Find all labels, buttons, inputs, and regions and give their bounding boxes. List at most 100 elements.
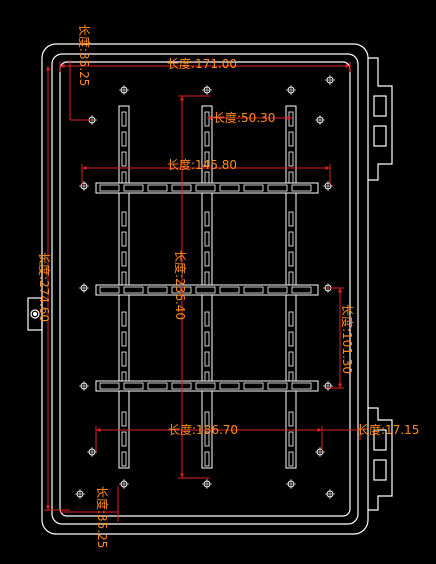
rib-slot [288, 411, 294, 427]
bar-slot [219, 382, 240, 390]
bar-bottom [95, 380, 319, 392]
rib-slot [204, 111, 210, 127]
rib-slot [204, 311, 210, 327]
dim-inner-height: 长度:236.40 [173, 250, 188, 320]
rib-slot [288, 351, 294, 367]
bar-slot [243, 286, 264, 294]
screw-hole [119, 479, 129, 489]
horizontal-bars [95, 182, 319, 392]
dimension-labels: 长度:171.00 长度:35.25 长度:50.30 长度:145.80 长度… [37, 24, 419, 548]
dim-top-offset: 长度:35.25 [77, 24, 92, 86]
rib-slot [204, 351, 210, 367]
screw-hole [119, 85, 129, 95]
dim-bottom-width: 长度:186.70 [168, 422, 238, 437]
rib-slot [204, 211, 210, 227]
bar-slot [291, 382, 312, 390]
bar-slot [123, 382, 144, 390]
rib-slot [204, 131, 210, 147]
bar-slot [99, 382, 120, 390]
bar-slot [291, 286, 312, 294]
rib-slot [121, 271, 127, 287]
bar-slot [147, 184, 168, 192]
dim-inner-width: 长度:145.80 [167, 157, 237, 172]
rib-slot [288, 111, 294, 127]
dim-right-offset: 长度:17.15 [357, 422, 419, 437]
rib-slot [121, 411, 127, 427]
screw-hole [286, 85, 296, 95]
bar-slot [195, 286, 216, 294]
rib-slot [204, 271, 210, 287]
dim-rib-spacing: 长度:50.30 [213, 110, 275, 125]
rib-slot [204, 411, 210, 427]
rib-slot [204, 251, 210, 267]
rib-slot [121, 151, 127, 167]
rib-slot [288, 251, 294, 267]
rib-slot [121, 451, 127, 467]
screw-hole [286, 479, 296, 489]
bar-slot [195, 184, 216, 192]
rib-slot [288, 271, 294, 287]
screw-hole [202, 85, 212, 95]
dim-row-spacing: 长度:101.30 [340, 304, 355, 374]
screw-hole [87, 447, 97, 457]
left-latch [27, 297, 43, 331]
bar-slot [147, 382, 168, 390]
rib-slot [204, 231, 210, 247]
bar-slot [243, 184, 264, 192]
bar-slot [267, 286, 288, 294]
screw-hole [75, 489, 85, 499]
bar-slot [123, 286, 144, 294]
screw-hole [323, 381, 333, 391]
dim-top-width: 长度:171.00 [167, 56, 237, 71]
rib-slot [121, 431, 127, 447]
rib-slot [288, 311, 294, 327]
rib-slot [288, 151, 294, 167]
screw-hole [79, 181, 89, 191]
screw-hole [202, 479, 212, 489]
rib-slot [121, 111, 127, 127]
rib-slot [121, 131, 127, 147]
bar-slot [195, 382, 216, 390]
bar-top [95, 182, 319, 194]
screw-hole [325, 489, 335, 499]
screw-hole [315, 447, 325, 457]
rib-slot [288, 331, 294, 347]
bar-slot [243, 382, 264, 390]
bar-slot [291, 184, 312, 192]
rib-slot [121, 331, 127, 347]
rib-slot [121, 251, 127, 267]
screw-hole [79, 283, 89, 293]
bar-slots [99, 184, 312, 390]
bar-slot [99, 184, 120, 192]
bar-slot [267, 382, 288, 390]
screw-hole [315, 115, 325, 125]
dim-overall-height: 长度:274.60 [37, 252, 52, 322]
enclosure-outline [41, 43, 369, 535]
rib-slot [288, 231, 294, 247]
rib-slot [204, 431, 210, 447]
enclosure-inner-wall [51, 53, 359, 525]
bar-middle [95, 284, 319, 296]
enclosure-lid-lip [59, 61, 351, 517]
dim-bottom-offset: 长度:35.25 [95, 486, 110, 548]
rib-slot [121, 231, 127, 247]
rib-slot [288, 431, 294, 447]
dimension-lines [44, 60, 361, 522]
screw-hole [325, 75, 335, 85]
rib-slot [288, 451, 294, 467]
rib-slot [121, 351, 127, 367]
rib-slot [288, 211, 294, 227]
screw-hole [79, 381, 89, 391]
screw-hole [323, 181, 333, 191]
bar-slot [267, 184, 288, 192]
enclosure-outer-wall [41, 43, 369, 535]
bar-slot [219, 184, 240, 192]
rib-slot [288, 131, 294, 147]
rib-slot [204, 451, 210, 467]
hinge-tabs [368, 57, 393, 511]
bar-slot [99, 286, 120, 294]
bar-slot [147, 286, 168, 294]
rib-slot [204, 331, 210, 347]
rib-slot [121, 311, 127, 327]
